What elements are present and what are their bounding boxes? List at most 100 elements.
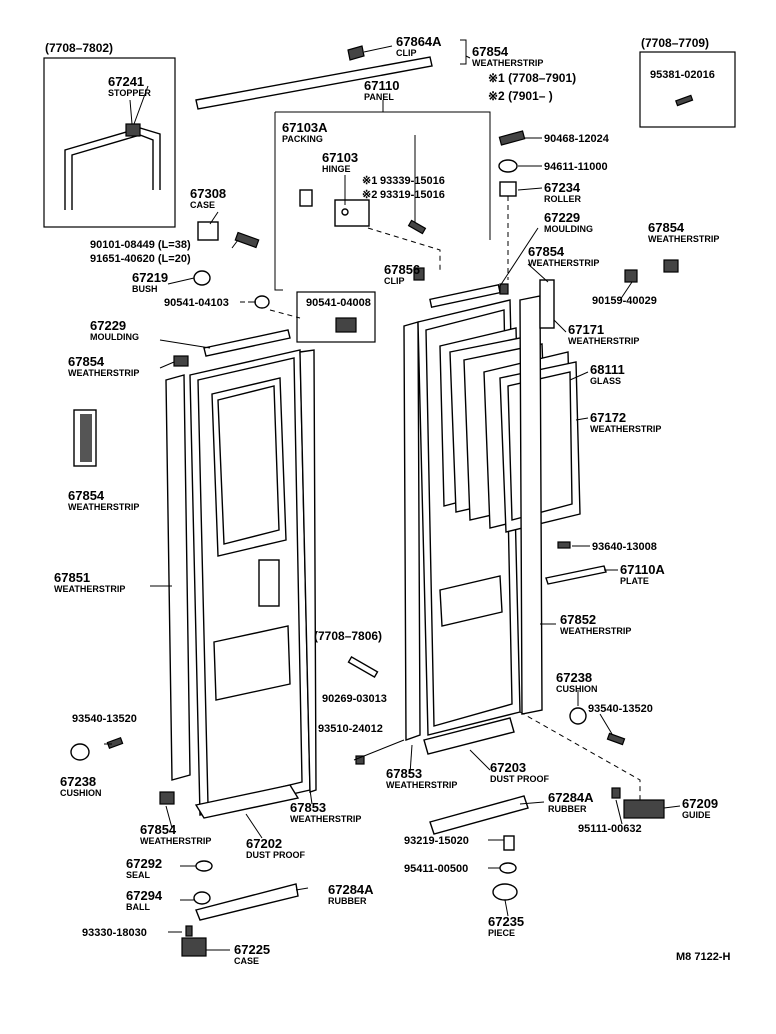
svg-text:67219: 67219: [132, 270, 168, 285]
svg-text:94611-11000: 94611-11000: [544, 161, 608, 173]
svg-text:67235: 67235: [488, 914, 524, 929]
label-67864A: 67864A CLIP: [396, 34, 442, 58]
stopper-part: [64, 99, 161, 210]
label-90468-12024: 90468-12024: [544, 133, 610, 145]
label-67238-right: 67238 CUSHION: [556, 670, 598, 694]
label-67110: 67110 PANEL: [364, 78, 399, 102]
label-95381-02016: 95381-02016: [650, 69, 715, 81]
label-67229-right: 67229 MOULDING: [544, 210, 593, 234]
label-67209: 67209 GUIDE: [682, 796, 718, 820]
svg-text:DUST PROOF: DUST PROOF: [246, 850, 306, 860]
svg-text:WEATHERSTRIP: WEATHERSTRIP: [560, 626, 631, 636]
svg-text:67854: 67854: [472, 44, 509, 59]
bolt-95381: [675, 94, 694, 107]
svg-text:M8 7122-H: M8 7122-H: [676, 951, 730, 963]
svg-text:CASE: CASE: [234, 956, 259, 966]
svg-text:67864A: 67864A: [396, 34, 442, 49]
svg-text:PANEL: PANEL: [364, 92, 394, 102]
svg-text:PLATE: PLATE: [620, 576, 649, 586]
svg-text:PIECE: PIECE: [488, 928, 515, 938]
panel-bracket: [274, 100, 491, 291]
svg-text:※2: ※2: [362, 189, 377, 201]
label-93640-13008: 93640-13008: [592, 541, 657, 553]
label-67851: 67851 WEATHERSTRIP: [54, 570, 125, 594]
svg-text:67294: 67294: [126, 888, 163, 903]
svg-text:67172: 67172: [590, 410, 626, 425]
label-67308: 67308 CASE: [190, 186, 226, 210]
svg-text:67852: 67852: [560, 612, 596, 627]
svg-text:67229: 67229: [90, 318, 126, 333]
svg-text:90468-12024: 90468-12024: [544, 133, 610, 145]
svg-text:67225: 67225: [234, 942, 270, 957]
svg-text:93219-15020: 93219-15020: [404, 835, 469, 847]
label-95411-00500: 95411-00500: [404, 863, 468, 875]
svg-text:WEATHERSTRIP: WEATHERSTRIP: [68, 368, 139, 378]
label-67854-right-b: 67854 WEATHERSTRIP: [528, 244, 599, 268]
label-90269-03013: 90269-03013: [322, 693, 387, 705]
svg-text:67202: 67202: [246, 836, 282, 851]
label-67110A: 67110A PLATE: [620, 562, 665, 586]
note-ranges: ※1 (7708–7901) ※2 (7901– ): [488, 71, 576, 103]
inset-box-stopper: (7708–7802): [43, 41, 176, 228]
top-weatherstrip-part: [195, 39, 467, 110]
svg-text:WEATHERSTRIP: WEATHERSTRIP: [568, 336, 639, 346]
label-67234: 67234 ROLLER: [544, 180, 581, 204]
label-67284A-right: 67284A RUBBER: [548, 790, 594, 814]
svg-text:WEATHERSTRIP: WEATHERSTRIP: [140, 836, 211, 846]
svg-text:67854: 67854: [68, 488, 105, 503]
label-93319-15016: ※2 93319-15016: [362, 189, 445, 201]
svg-text:※1 (7708–7901): ※1 (7708–7901): [488, 71, 576, 85]
label-90541-04008: 90541-04008: [306, 297, 371, 309]
svg-text:90541-04008: 90541-04008: [306, 297, 371, 309]
svg-text:WEATHERSTRIP: WEATHERSTRIP: [386, 780, 457, 790]
svg-text:MOULDING: MOULDING: [544, 224, 593, 234]
svg-text:SEAL: SEAL: [126, 870, 151, 880]
svg-text:67308: 67308: [190, 186, 226, 201]
label-67854-top: 67854 WEATHERSTRIP: [472, 44, 543, 68]
label-67292: 67292 SEAL: [126, 856, 162, 880]
label-67294: 67294 BALL: [126, 888, 163, 912]
label-93510-24012: 93510-24012: [318, 723, 383, 735]
moulding-left-part: [173, 329, 291, 367]
svg-text:(7708–7806): (7708–7806): [314, 629, 382, 643]
inset-box-right: (7708–7709): [639, 36, 736, 128]
label-67854-bottom: 67854 WEATHERSTRIP: [140, 822, 211, 846]
svg-text:67209: 67209: [682, 796, 718, 811]
label-90159-40029: 90159-40029: [592, 295, 657, 307]
svg-text:93510-24012: 93510-24012: [318, 723, 383, 735]
label-67103: 67103 HINGE: [322, 150, 358, 174]
svg-text:93540-13520: 93540-13520: [588, 703, 653, 715]
svg-text:67284A: 67284A: [548, 790, 594, 805]
svg-text:HINGE: HINGE: [322, 164, 351, 174]
svg-text:BALL: BALL: [126, 902, 150, 912]
label-67856: 67856 CLIP: [384, 262, 420, 286]
svg-text:95111-00632: 95111-00632: [578, 823, 642, 835]
label-67203: 67203 DUST PROOF: [490, 760, 550, 784]
weatherstrip-short-part: [73, 409, 97, 467]
svg-text:WEATHERSTRIP: WEATHERSTRIP: [54, 584, 125, 594]
label-67853-left: 67853 WEATHERSTRIP: [290, 800, 361, 824]
label-67854-right-a: 67854 WEATHERSTRIP: [648, 220, 719, 244]
svg-text:93339-15016: 93339-15016: [380, 175, 445, 187]
svg-text:RUBBER: RUBBER: [328, 896, 367, 906]
svg-text:PACKING: PACKING: [282, 134, 323, 144]
svg-text:GLASS: GLASS: [590, 376, 621, 386]
svg-text:ROLLER: ROLLER: [544, 194, 581, 204]
svg-text:93330-18030: 93330-18030: [82, 927, 147, 939]
svg-text:STOPPER: STOPPER: [108, 88, 151, 98]
svg-text:WEATHERSTRIP: WEATHERSTRIP: [648, 234, 719, 244]
hinge-part: [299, 135, 441, 270]
label-67854-left-a: 67854 WEATHERSTRIP: [68, 354, 139, 378]
svg-text:CASE: CASE: [190, 200, 215, 210]
label-67238-left: 67238 CUSHION: [60, 774, 102, 798]
svg-text:90159-40029: 90159-40029: [592, 295, 657, 307]
label-67172: 67172 WEATHERSTRIP: [590, 410, 661, 434]
svg-text:67854: 67854: [528, 244, 565, 259]
svg-text:67110A: 67110A: [620, 562, 665, 577]
svg-text:67110: 67110: [364, 78, 399, 93]
svg-text:67853: 67853: [386, 766, 422, 781]
label-93339-15016: ※1 93339-15016: [362, 175, 445, 187]
label-67103A: 67103A PACKING: [282, 120, 328, 144]
label-91651-40620: 91651-40620 (L=20): [90, 253, 191, 265]
